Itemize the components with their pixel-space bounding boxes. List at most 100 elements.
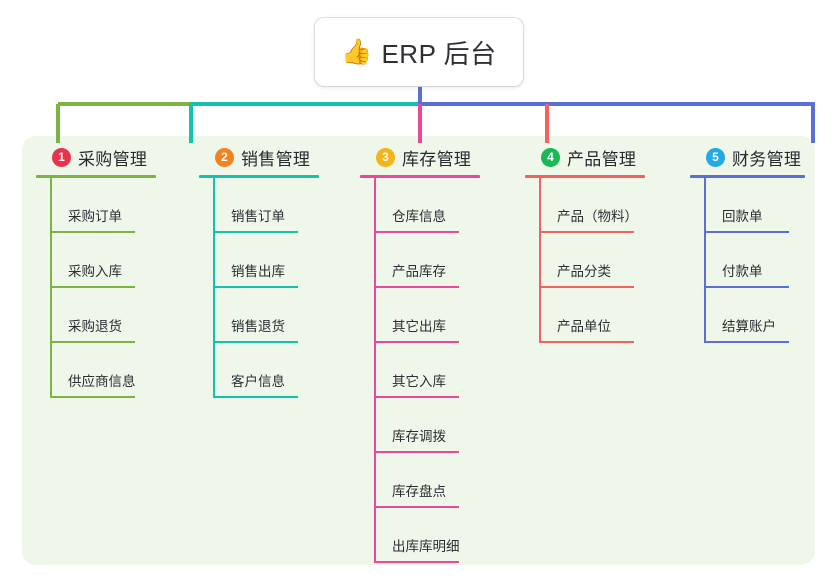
leaf-node[interactable]: 销售出库	[199, 233, 319, 288]
leaf-underline	[213, 341, 298, 343]
leaf-underline	[374, 396, 459, 398]
leaf-node-label: 采购入库	[68, 264, 122, 279]
leaf-node-label: 其它出库	[392, 319, 446, 334]
branch-header-4[interactable]: 4 产品管理	[525, 145, 645, 169]
branch-number-badge: 2	[215, 147, 234, 167]
leaf-underline	[374, 286, 459, 288]
leaf-node[interactable]: 仓库信息	[360, 178, 480, 233]
branch-number-badge: 4	[541, 147, 560, 167]
branch-title: 产品管理	[567, 149, 637, 169]
leaf-node-label: 结算账户	[722, 319, 776, 334]
leaf-node-label: 采购订单	[68, 209, 122, 224]
leaf-underline	[50, 396, 135, 398]
leaf-node[interactable]: 库存调拨	[360, 398, 480, 453]
leaf-underline	[704, 231, 789, 233]
leaf-underline	[539, 341, 634, 343]
leaf-underline	[539, 231, 634, 233]
leaf-node-label: 产品分类	[557, 264, 611, 279]
leaf-underline	[704, 341, 789, 343]
leaf-node[interactable]: 出库库明细	[360, 508, 480, 563]
leaf-node[interactable]: 回款单	[690, 178, 805, 233]
leaf-node-label: 客户信息	[231, 374, 285, 389]
leaf-node-label: 库存盘点	[392, 484, 446, 499]
leaf-node-label: 销售退货	[231, 319, 285, 334]
branch-column-2: 2 销售管理销售订单销售出库销售退货客户信息	[199, 145, 319, 398]
leaf-node[interactable]: 结算账户	[690, 288, 805, 343]
thumbs-up-icon: 👍	[341, 37, 373, 66]
branch-header-1[interactable]: 1 采购管理	[36, 145, 156, 169]
leaf-node-label: 出库库明细	[392, 539, 460, 554]
branch-underline	[199, 175, 319, 178]
leaf-underline	[50, 286, 135, 288]
branch-children: 仓库信息产品库存其它出库其它入库库存调拨库存盘点出库库明细	[360, 178, 480, 563]
branch-title: 财务管理	[732, 149, 802, 169]
leaf-node-label: 产品库存	[392, 264, 446, 279]
branch-stem	[539, 178, 541, 343]
leaf-node-label: 付款单	[722, 264, 763, 279]
leaf-node[interactable]: 销售退货	[199, 288, 319, 343]
branch-header-5[interactable]: 5 财务管理	[690, 145, 805, 169]
leaf-underline	[213, 396, 298, 398]
branch-column-4: 4 产品管理产品（物料） 产品分类产品单位	[525, 145, 645, 343]
branch-underline	[690, 175, 805, 178]
branch-underline	[525, 175, 645, 178]
leaf-underline	[374, 506, 459, 508]
branch-column-5: 5 财务管理回款单付款单结算账户	[690, 145, 805, 343]
branch-children: 采购订单采购入库采购退货供应商信息	[36, 178, 156, 398]
branch-column-1: 1 采购管理采购订单采购入库采购退货供应商信息	[36, 145, 156, 398]
leaf-node-label: 销售出库	[231, 264, 285, 279]
leaf-node[interactable]: 产品单位	[525, 288, 645, 343]
leaf-node-label: 库存调拨	[392, 429, 446, 444]
leaf-underline	[213, 231, 298, 233]
leaf-node[interactable]: 采购订单	[36, 178, 156, 233]
leaf-node[interactable]: 产品（物料）	[525, 178, 645, 233]
branch-stem	[213, 178, 215, 398]
leaf-node[interactable]: 客户信息	[199, 343, 319, 398]
leaf-underline	[50, 341, 135, 343]
leaf-node[interactable]: 采购退货	[36, 288, 156, 343]
branch-children: 产品（物料） 产品分类产品单位	[525, 178, 645, 343]
branch-stem	[50, 178, 52, 398]
leaf-node[interactable]: 付款单	[690, 233, 805, 288]
leaf-node[interactable]: 采购入库	[36, 233, 156, 288]
leaf-node[interactable]: 产品分类	[525, 233, 645, 288]
leaf-underline	[213, 286, 298, 288]
branch-header-2[interactable]: 2 销售管理	[199, 145, 319, 169]
leaf-underline	[704, 286, 789, 288]
leaf-node[interactable]: 其它入库	[360, 343, 480, 398]
branch-number-badge: 3	[376, 147, 395, 167]
branch-stem	[374, 178, 376, 563]
leaf-node[interactable]: 销售订单	[199, 178, 319, 233]
leaf-underline	[374, 231, 459, 233]
leaf-node-label: 产品（物料）	[557, 209, 638, 224]
branch-title: 销售管理	[241, 149, 311, 169]
leaf-node-label: 销售订单	[231, 209, 285, 224]
leaf-underline	[374, 451, 459, 453]
root-node[interactable]: 👍 ERP 后台	[315, 18, 523, 86]
root-node-label: ERP 后台	[381, 38, 497, 69]
leaf-node[interactable]: 产品库存	[360, 233, 480, 288]
leaf-node[interactable]: 库存盘点	[360, 453, 480, 508]
branch-children: 销售订单销售出库销售退货客户信息	[199, 178, 319, 398]
branch-underline	[360, 175, 480, 178]
branch-children: 回款单付款单结算账户	[690, 178, 805, 343]
leaf-node[interactable]: 其它出库	[360, 288, 480, 343]
diagram-background-panel	[22, 136, 815, 565]
branch-number-badge: 1	[52, 147, 71, 167]
leaf-node-label: 其它入库	[392, 374, 446, 389]
leaf-underline	[374, 341, 459, 343]
leaf-node-label: 采购退货	[68, 319, 122, 334]
leaf-node[interactable]: 供应商信息	[36, 343, 156, 398]
leaf-underline	[539, 286, 634, 288]
leaf-node-label: 产品单位	[557, 319, 611, 334]
branch-number-badge: 5	[706, 147, 725, 167]
branch-underline	[36, 175, 156, 178]
branch-title: 采购管理	[78, 149, 148, 169]
leaf-underline	[50, 231, 135, 233]
branch-stem	[704, 178, 706, 343]
leaf-node-label: 仓库信息	[392, 209, 446, 224]
leaf-node-label: 回款单	[722, 209, 763, 224]
